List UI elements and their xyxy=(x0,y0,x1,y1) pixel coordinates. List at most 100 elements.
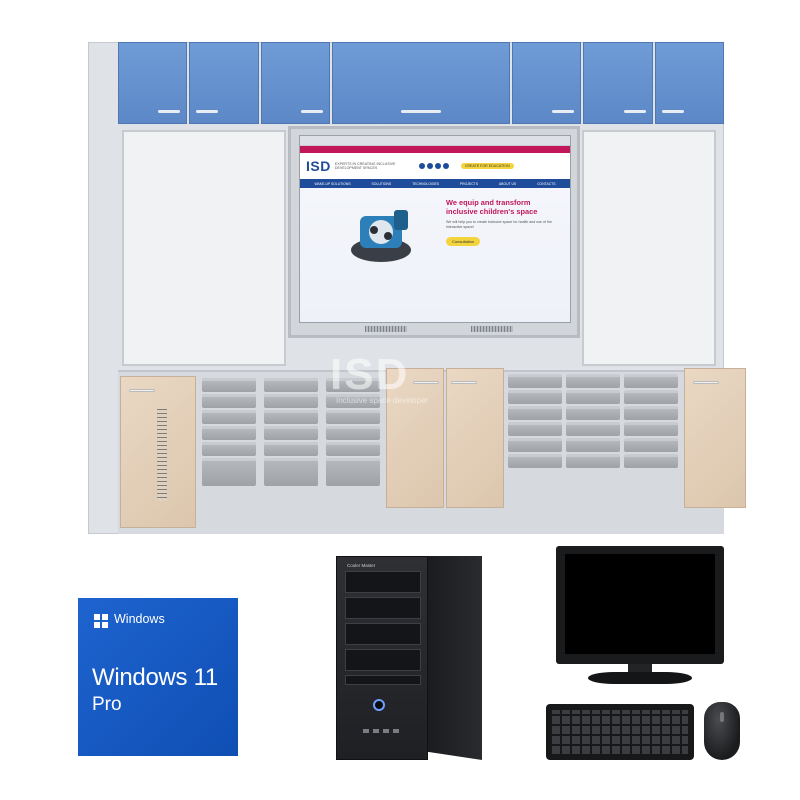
upper-door xyxy=(118,42,188,124)
storage-tray xyxy=(624,374,678,388)
storage-tray xyxy=(202,458,256,486)
storage-tray xyxy=(202,426,256,440)
drive-bay xyxy=(345,675,421,685)
storage-tray xyxy=(566,406,620,420)
storage-tray xyxy=(326,458,380,486)
upper-cabinet-row xyxy=(118,42,724,124)
storage-tray xyxy=(202,442,256,456)
site-logo: ISD xyxy=(306,158,331,174)
site-nav-item: ABOUT US xyxy=(498,181,517,186)
pc-tower: Cooler Master xyxy=(336,556,482,760)
drive-bay xyxy=(345,623,421,645)
power-button-icon xyxy=(373,699,385,711)
storage-tray xyxy=(326,394,380,408)
storage-tray xyxy=(624,406,678,420)
site-nav-item: WAKE-UP SOLUTIONS xyxy=(314,181,351,186)
upper-door xyxy=(583,42,653,124)
vent-grille xyxy=(157,409,167,501)
interactive-display: ISD EXPERTS IN CREATING INCLUSIVE DEVELO… xyxy=(288,126,580,338)
mouse xyxy=(704,702,740,760)
speaker-grille xyxy=(365,326,407,332)
tower-front-panel: Cooler Master xyxy=(336,556,428,760)
storage-tray xyxy=(202,394,256,408)
site-cta-button: CREATE FOR EDUCATION xyxy=(460,163,514,169)
storage-tray xyxy=(566,454,620,468)
upper-door xyxy=(189,42,259,124)
tray-column xyxy=(202,378,256,486)
storage-tray xyxy=(508,390,562,404)
whiteboard-right xyxy=(582,130,716,366)
storage-tray xyxy=(508,438,562,452)
side-door-right xyxy=(684,368,746,508)
storage-tray xyxy=(566,374,620,388)
storage-tray xyxy=(202,378,256,392)
mouse-wheel xyxy=(720,712,724,722)
windows-label: Windows xyxy=(114,612,165,626)
hero-subtitle: We will help you to create inclusive spa… xyxy=(446,220,553,229)
windows-product-name: Windows 11 xyxy=(92,664,218,691)
drive-bay xyxy=(345,649,421,671)
keyboard xyxy=(546,704,694,760)
storage-tray xyxy=(624,438,678,452)
storage-tray xyxy=(264,458,318,486)
tower-brand-label: Cooler Master xyxy=(347,563,376,568)
upper-door xyxy=(654,42,724,124)
lower-storage xyxy=(118,368,746,534)
classroom-cabinet: ISD EXPERTS IN CREATING INCLUSIVE DEVELO… xyxy=(88,42,746,534)
upper-door-wide xyxy=(332,42,510,124)
watermark-logo: ISD xyxy=(330,350,410,399)
site-nav-item: SOLUTIONS xyxy=(371,181,392,186)
display-screen: ISD EXPERTS IN CREATING INCLUSIVE DEVELO… xyxy=(299,135,571,323)
storage-tray xyxy=(264,426,318,440)
site-nav: WAKE-UP SOLUTIONS SOLUTIONS TECHNOLOGIES… xyxy=(300,179,570,188)
storage-tray xyxy=(264,378,318,392)
center-door-right xyxy=(446,368,504,508)
center-door-left xyxy=(386,368,444,508)
storage-tray xyxy=(326,410,380,424)
monitor-bezel xyxy=(556,546,724,664)
monitor-neck xyxy=(628,664,652,674)
tray-column xyxy=(624,374,678,468)
storage-tray xyxy=(264,394,318,408)
pc-compartment-door xyxy=(120,376,196,528)
windows-edition: Pro xyxy=(92,694,122,715)
tray-column xyxy=(326,378,380,486)
watermark-subtitle: Inclusive space developer xyxy=(336,396,429,405)
site-nav-item: TECHNOLOGIES xyxy=(412,181,440,186)
device-illustration xyxy=(351,210,411,262)
storage-tray xyxy=(508,454,562,468)
site-nav-item: CONTACTS xyxy=(537,181,556,186)
social-icons xyxy=(418,163,449,169)
storage-tray xyxy=(624,422,678,436)
tray-column xyxy=(508,374,562,468)
consultation-button: Consultation xyxy=(446,237,481,246)
lcd-monitor xyxy=(556,546,724,686)
site-hero: We equip and transform inclusive childre… xyxy=(300,188,570,322)
drive-bay xyxy=(345,597,421,619)
storage-tray xyxy=(264,442,318,456)
tray-column xyxy=(566,374,620,468)
front-ports xyxy=(363,729,403,733)
site-nav-item: PROJECTS xyxy=(459,181,479,186)
upper-door xyxy=(511,42,582,124)
tray-column xyxy=(264,378,318,486)
storage-tray xyxy=(508,422,562,436)
storage-tray xyxy=(326,426,380,440)
site-header: ISD EXPERTS IN CREATING INCLUSIVE DEVELO… xyxy=(300,153,570,179)
storage-tray xyxy=(326,378,380,392)
monitor-screen xyxy=(565,554,715,654)
storage-tray xyxy=(624,454,678,468)
drive-bay xyxy=(345,571,421,593)
hero-title: We equip and transform inclusive childre… xyxy=(446,198,538,216)
storage-tray xyxy=(566,422,620,436)
storage-tray xyxy=(326,442,380,456)
storage-tray xyxy=(264,410,318,424)
site-tagline: EXPERTS IN CREATING INCLUSIVE DEVELOPMEN… xyxy=(334,161,396,170)
browser-toolbar xyxy=(300,136,570,146)
storage-tray xyxy=(624,390,678,404)
upper-door xyxy=(260,42,331,124)
storage-tray xyxy=(508,406,562,420)
windows-license-badge: Windows Windows 11 Pro xyxy=(78,598,238,756)
storage-tray xyxy=(202,410,256,424)
tower-side-panel xyxy=(428,556,482,760)
